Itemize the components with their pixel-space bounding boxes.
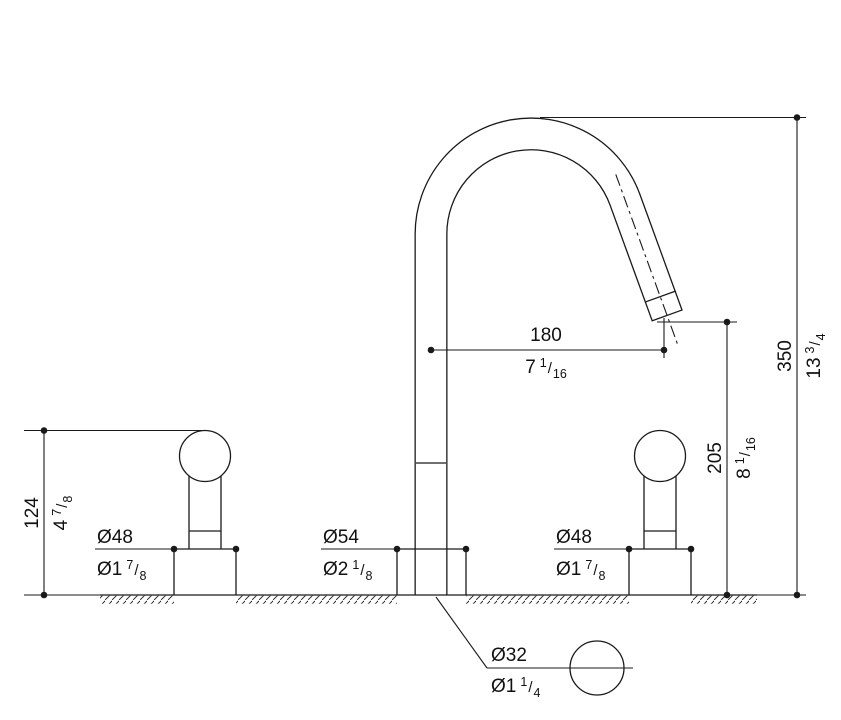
dim-overall-height: 350 133/4	[540, 114, 828, 599]
inch-whole: 7	[525, 357, 536, 378]
dim-endpoint-dot	[723, 318, 731, 326]
inch-denominator: 8	[139, 569, 146, 583]
deck-hatch-3	[466, 595, 629, 604]
dim-shank-inch: Ø1 1/4	[491, 675, 540, 700]
fraction-slash: /	[360, 562, 365, 579]
inch-denominator: 16	[553, 367, 567, 381]
dim-overall-height-mm: 350	[775, 340, 796, 372]
dim-right-handle-diameter: Ø48 Ø1 7/8	[554, 527, 695, 583]
inch-whole: 4	[51, 519, 72, 530]
dim-endpoint-dot	[687, 545, 695, 553]
deck-hatch-2	[236, 595, 397, 604]
inch-whole: 13	[804, 357, 825, 378]
dim-right-handle-mm: Ø48	[556, 527, 592, 548]
dim-endpoint-dot	[170, 545, 178, 553]
dim-endpoint-dot	[40, 427, 48, 434]
right-handle-knob-circle	[633, 429, 687, 483]
countertop	[24, 594, 806, 604]
fraction-slash: /	[593, 562, 598, 579]
dim-spout-base-inch: Ø2 1/8	[323, 558, 372, 583]
inch-numerator: 7	[585, 558, 592, 572]
spout-gooseneck	[414, 117, 683, 595]
inch-whole: 8	[734, 468, 755, 479]
fraction-slash: /	[737, 451, 754, 456]
inch-numerator: 7	[126, 558, 133, 572]
left-handle	[173, 429, 237, 595]
deck-hatch-4	[691, 595, 757, 604]
dim-spout-base-mm: Ø54	[323, 527, 359, 548]
dim-outlet-height: 205 8 1/16	[657, 318, 758, 599]
dim-left-handle-inch: Ø1 7/8	[97, 558, 146, 583]
inch-numerator: 1	[540, 356, 547, 370]
dim-spout-reach-mm: 180	[530, 325, 562, 346]
spout-axis-centerline	[615, 174, 679, 346]
fraction-slash: /	[54, 503, 71, 508]
shank-circle	[569, 640, 625, 696]
dim-endpoint-dot	[232, 545, 240, 553]
inch-denominator: 4	[533, 686, 540, 700]
inch-numerator: 1	[733, 457, 747, 464]
inch-whole: Ø1	[556, 559, 581, 580]
fraction-slash: /	[134, 562, 139, 579]
left-handle-knob-circle	[178, 429, 232, 483]
shank-leader-diagonal	[435, 596, 488, 669]
dim-endpoint-dot	[793, 591, 801, 599]
deck-hatch-1	[100, 595, 174, 604]
spout-tube-body	[415, 118, 682, 595]
inch-numerator: 1	[352, 558, 359, 572]
dim-handle-height: 124 47/8	[22, 427, 205, 599]
dim-left-handle-diameter: Ø48 Ø1 7/8	[95, 527, 240, 583]
inch-denominator: 8	[365, 569, 372, 583]
dim-outlet-height-inch: 8 1/16	[733, 437, 758, 479]
dim-endpoint-dot	[625, 545, 633, 553]
dim-endpoint-dot	[393, 545, 401, 553]
inch-numerator: 7	[50, 509, 64, 516]
inch-whole: Ø1	[97, 559, 122, 580]
right-handle	[628, 429, 692, 595]
dim-outlet-height-mm: 205	[705, 442, 726, 474]
dim-endpoint-dot	[462, 545, 470, 553]
fraction-slash: /	[528, 679, 533, 696]
inch-numerator: 3	[803, 346, 817, 353]
inch-whole: Ø2	[323, 559, 348, 580]
dim-handle-height-inch: 4 7/8	[50, 496, 75, 531]
dim-endpoint-dot	[427, 346, 435, 354]
dim-endpoint-dot	[723, 591, 731, 599]
fraction-slash: /	[548, 360, 553, 377]
inch-denominator: 4	[814, 333, 828, 340]
inch-whole: Ø1	[491, 676, 516, 697]
shank-detail: Ø32 Ø1 1/4	[435, 596, 633, 700]
dim-overall-height-inch: 13 3/4	[803, 333, 828, 378]
inch-denominator: 8	[61, 496, 75, 503]
dim-handle-height-mm: 124	[22, 497, 43, 529]
dim-endpoint-dot	[660, 346, 668, 354]
dim-shank-mm: Ø32	[491, 645, 527, 666]
inch-denominator: 16	[744, 437, 758, 451]
spout-tip-face-line	[651, 309, 683, 322]
dim-spout-base-diameter: Ø54 Ø2 1/8	[321, 527, 470, 583]
dim-right-handle-inch: Ø1 7/8	[556, 558, 605, 583]
fraction-slash: /	[807, 341, 824, 346]
dim-endpoint-dot	[793, 114, 801, 121]
spout-tip-nozzle-line	[644, 290, 677, 303]
dim-left-handle-mm: Ø48	[97, 527, 133, 548]
inch-denominator: 8	[598, 569, 605, 583]
dim-endpoint-dot	[40, 591, 48, 599]
inch-numerator: 1	[520, 675, 527, 689]
